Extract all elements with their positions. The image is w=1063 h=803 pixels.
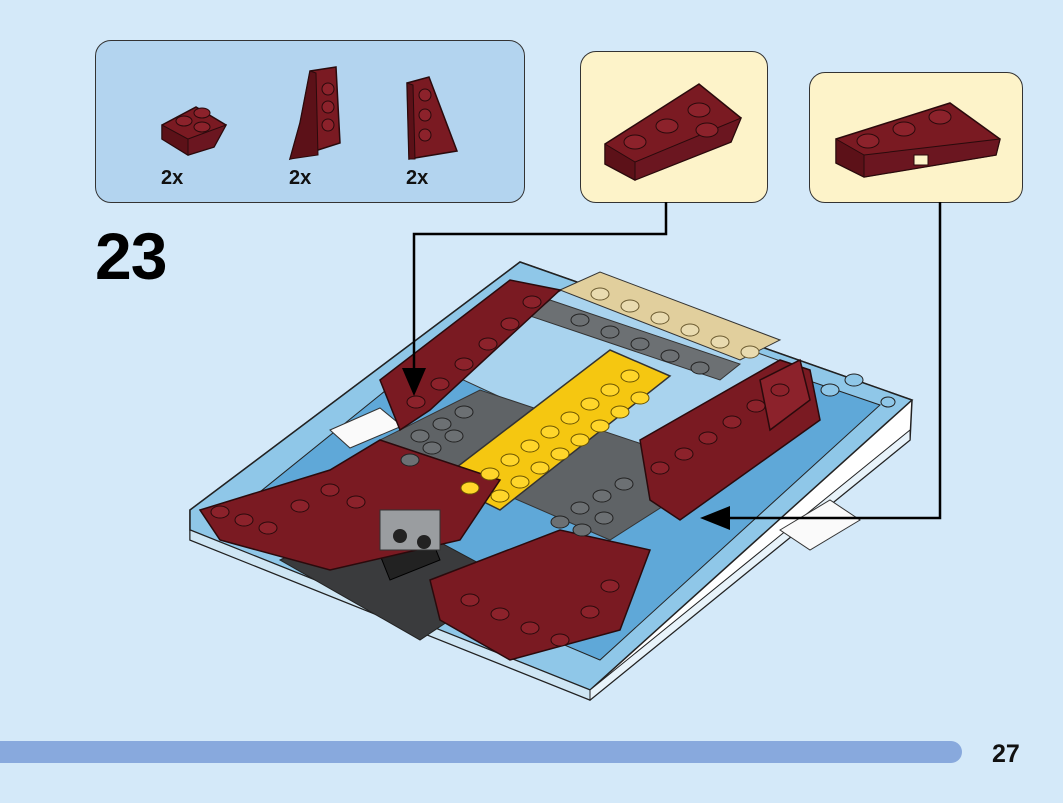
wedge-plate-3x2-right-icon [401,73,461,163]
lego-model-illustration [189,261,914,702]
step-number: 23 [95,219,167,293]
wedge-plate-2x2-icon [158,99,230,159]
part-quantity: 2x [161,167,184,189]
page-number: 27 [992,740,1020,768]
callout-arrow-right [700,202,942,530]
wedge-plate-4x2-icon [835,102,1001,178]
callout-box-wedge-right [809,72,1023,203]
parts-list-panel: 2x 2x 2x [95,40,525,203]
part-quantity: 2x [406,167,429,189]
wedge-plate-3x2-left-icon [286,63,346,163]
wedge-plate-3x2-icon [604,83,742,181]
callout-box-wedge-left [580,51,768,203]
part-quantity: 2x [289,167,312,189]
page-progress-bar [0,741,962,763]
callout-arrow-left [402,202,668,396]
